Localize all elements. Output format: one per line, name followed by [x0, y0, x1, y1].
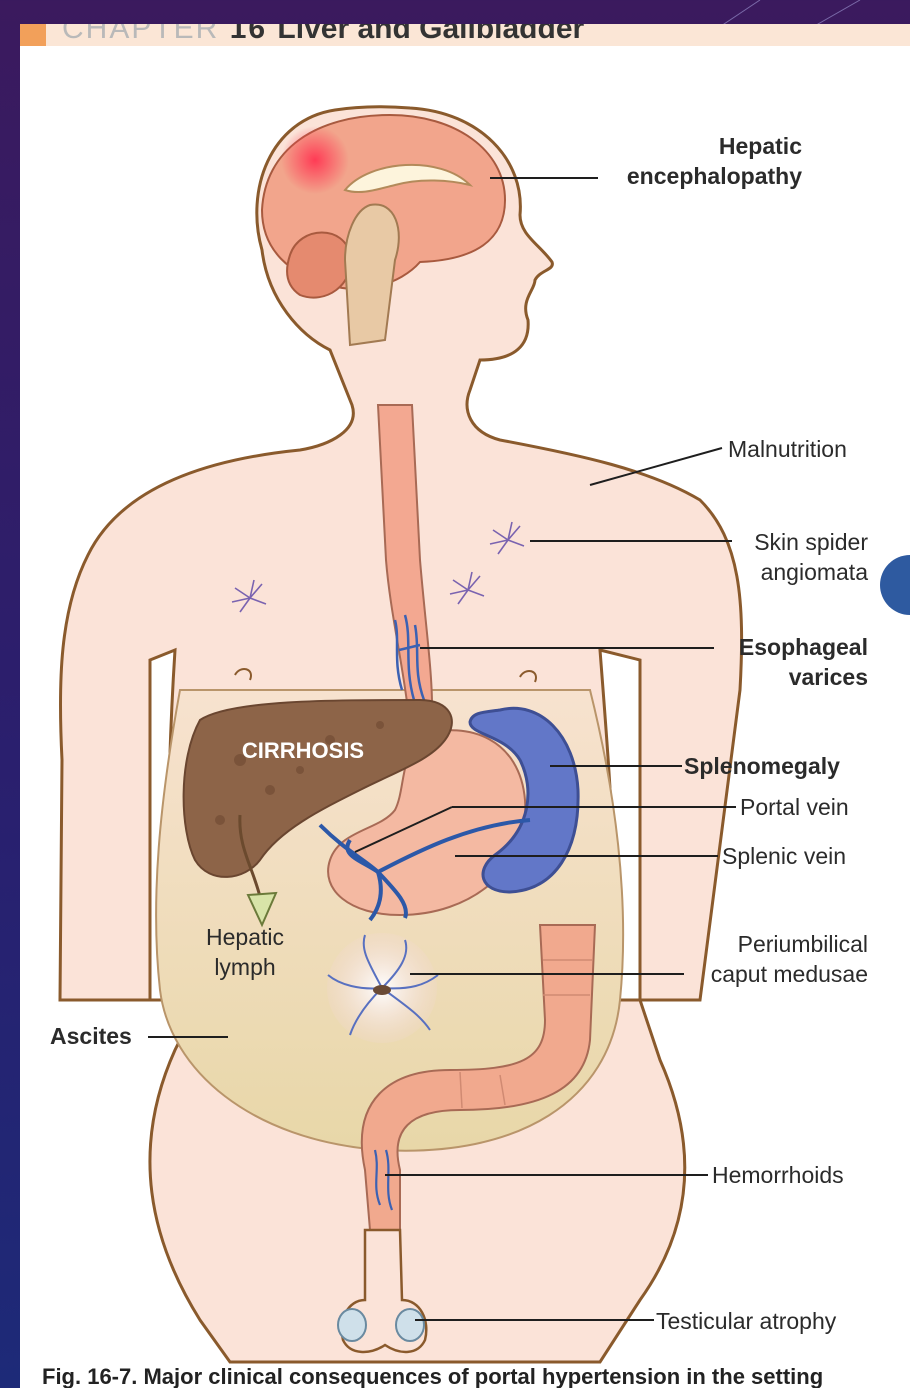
label-caput-medusae-text: Periumbilical caput medusae	[711, 931, 868, 987]
label-ascites: Ascites	[50, 1021, 132, 1051]
label-ascites-text: Ascites	[50, 1023, 132, 1049]
label-hemorrhoids: Hemorrhoids	[712, 1160, 844, 1190]
cirrhosis-label: CIRRHOSIS	[242, 738, 364, 763]
label-hemorrhoids-text: Hemorrhoids	[712, 1162, 844, 1188]
label-esophageal-varices-text: Esophageal varices	[739, 634, 868, 690]
label-testicular-atrophy-text: Testicular atrophy	[656, 1308, 836, 1334]
label-skin-spider-angiomata: Skin spider angiomata	[710, 527, 868, 587]
label-splenomegaly: Splenomegaly	[684, 751, 840, 781]
label-hepatic-lymph-text: Hepatic lymph	[206, 924, 284, 980]
label-periumbilical-caput-medusae: Periumbilical caput medusae	[670, 929, 868, 989]
label-esophageal-varices: Esophageal varices	[700, 632, 868, 692]
textbook-page: CHAPTER 16 Liver and Gallbladder	[20, 24, 910, 1388]
label-portal-vein-text: Portal vein	[740, 794, 849, 820]
label-hepatic-encephalopathy-text: Hepatic encephalopathy	[627, 133, 802, 189]
label-hepatic-lymph: Hepatic lymph	[190, 922, 300, 982]
testis-right	[396, 1309, 424, 1341]
label-skin-spider-angiomata-text: Skin spider angiomata	[754, 529, 868, 585]
label-malnutrition: Malnutrition	[728, 434, 847, 464]
label-testicular-atrophy: Testicular atrophy	[656, 1306, 836, 1336]
figure-caption: Fig. 16-7. Major clinical consequences o…	[42, 1364, 823, 1388]
label-malnutrition-text: Malnutrition	[728, 436, 847, 462]
brain-lesion	[281, 126, 349, 194]
label-portal-vein: Portal vein	[740, 792, 849, 822]
label-hepatic-encephalopathy: Hepatic encephalopathy	[580, 131, 802, 191]
label-splenic-vein: Splenic vein	[722, 841, 846, 871]
label-splenic-vein-text: Splenic vein	[722, 843, 846, 869]
testis-left	[338, 1309, 366, 1341]
label-splenomegaly-text: Splenomegaly	[684, 753, 840, 779]
